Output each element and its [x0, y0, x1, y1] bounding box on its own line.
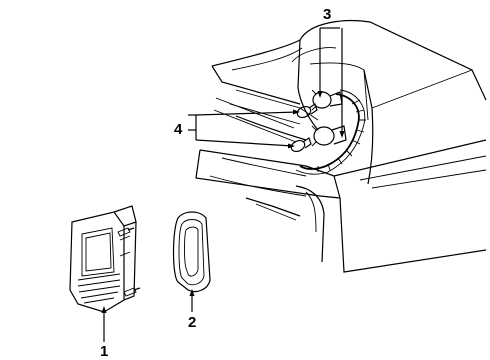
- callout-4: 4: [174, 121, 183, 138]
- lamp-housing-icon: [69, 205, 141, 313]
- callout-1: 1: [100, 343, 108, 360]
- callout-3: 3: [323, 6, 331, 23]
- callout-2: 2: [188, 314, 196, 331]
- socket-harness-icon: [295, 89, 366, 175]
- lamp-gasket-icon: [172, 211, 211, 293]
- bulb-icon: [290, 103, 318, 153]
- leader-lines: [101, 27, 345, 342]
- vehicle-body-outline: [195, 20, 487, 273]
